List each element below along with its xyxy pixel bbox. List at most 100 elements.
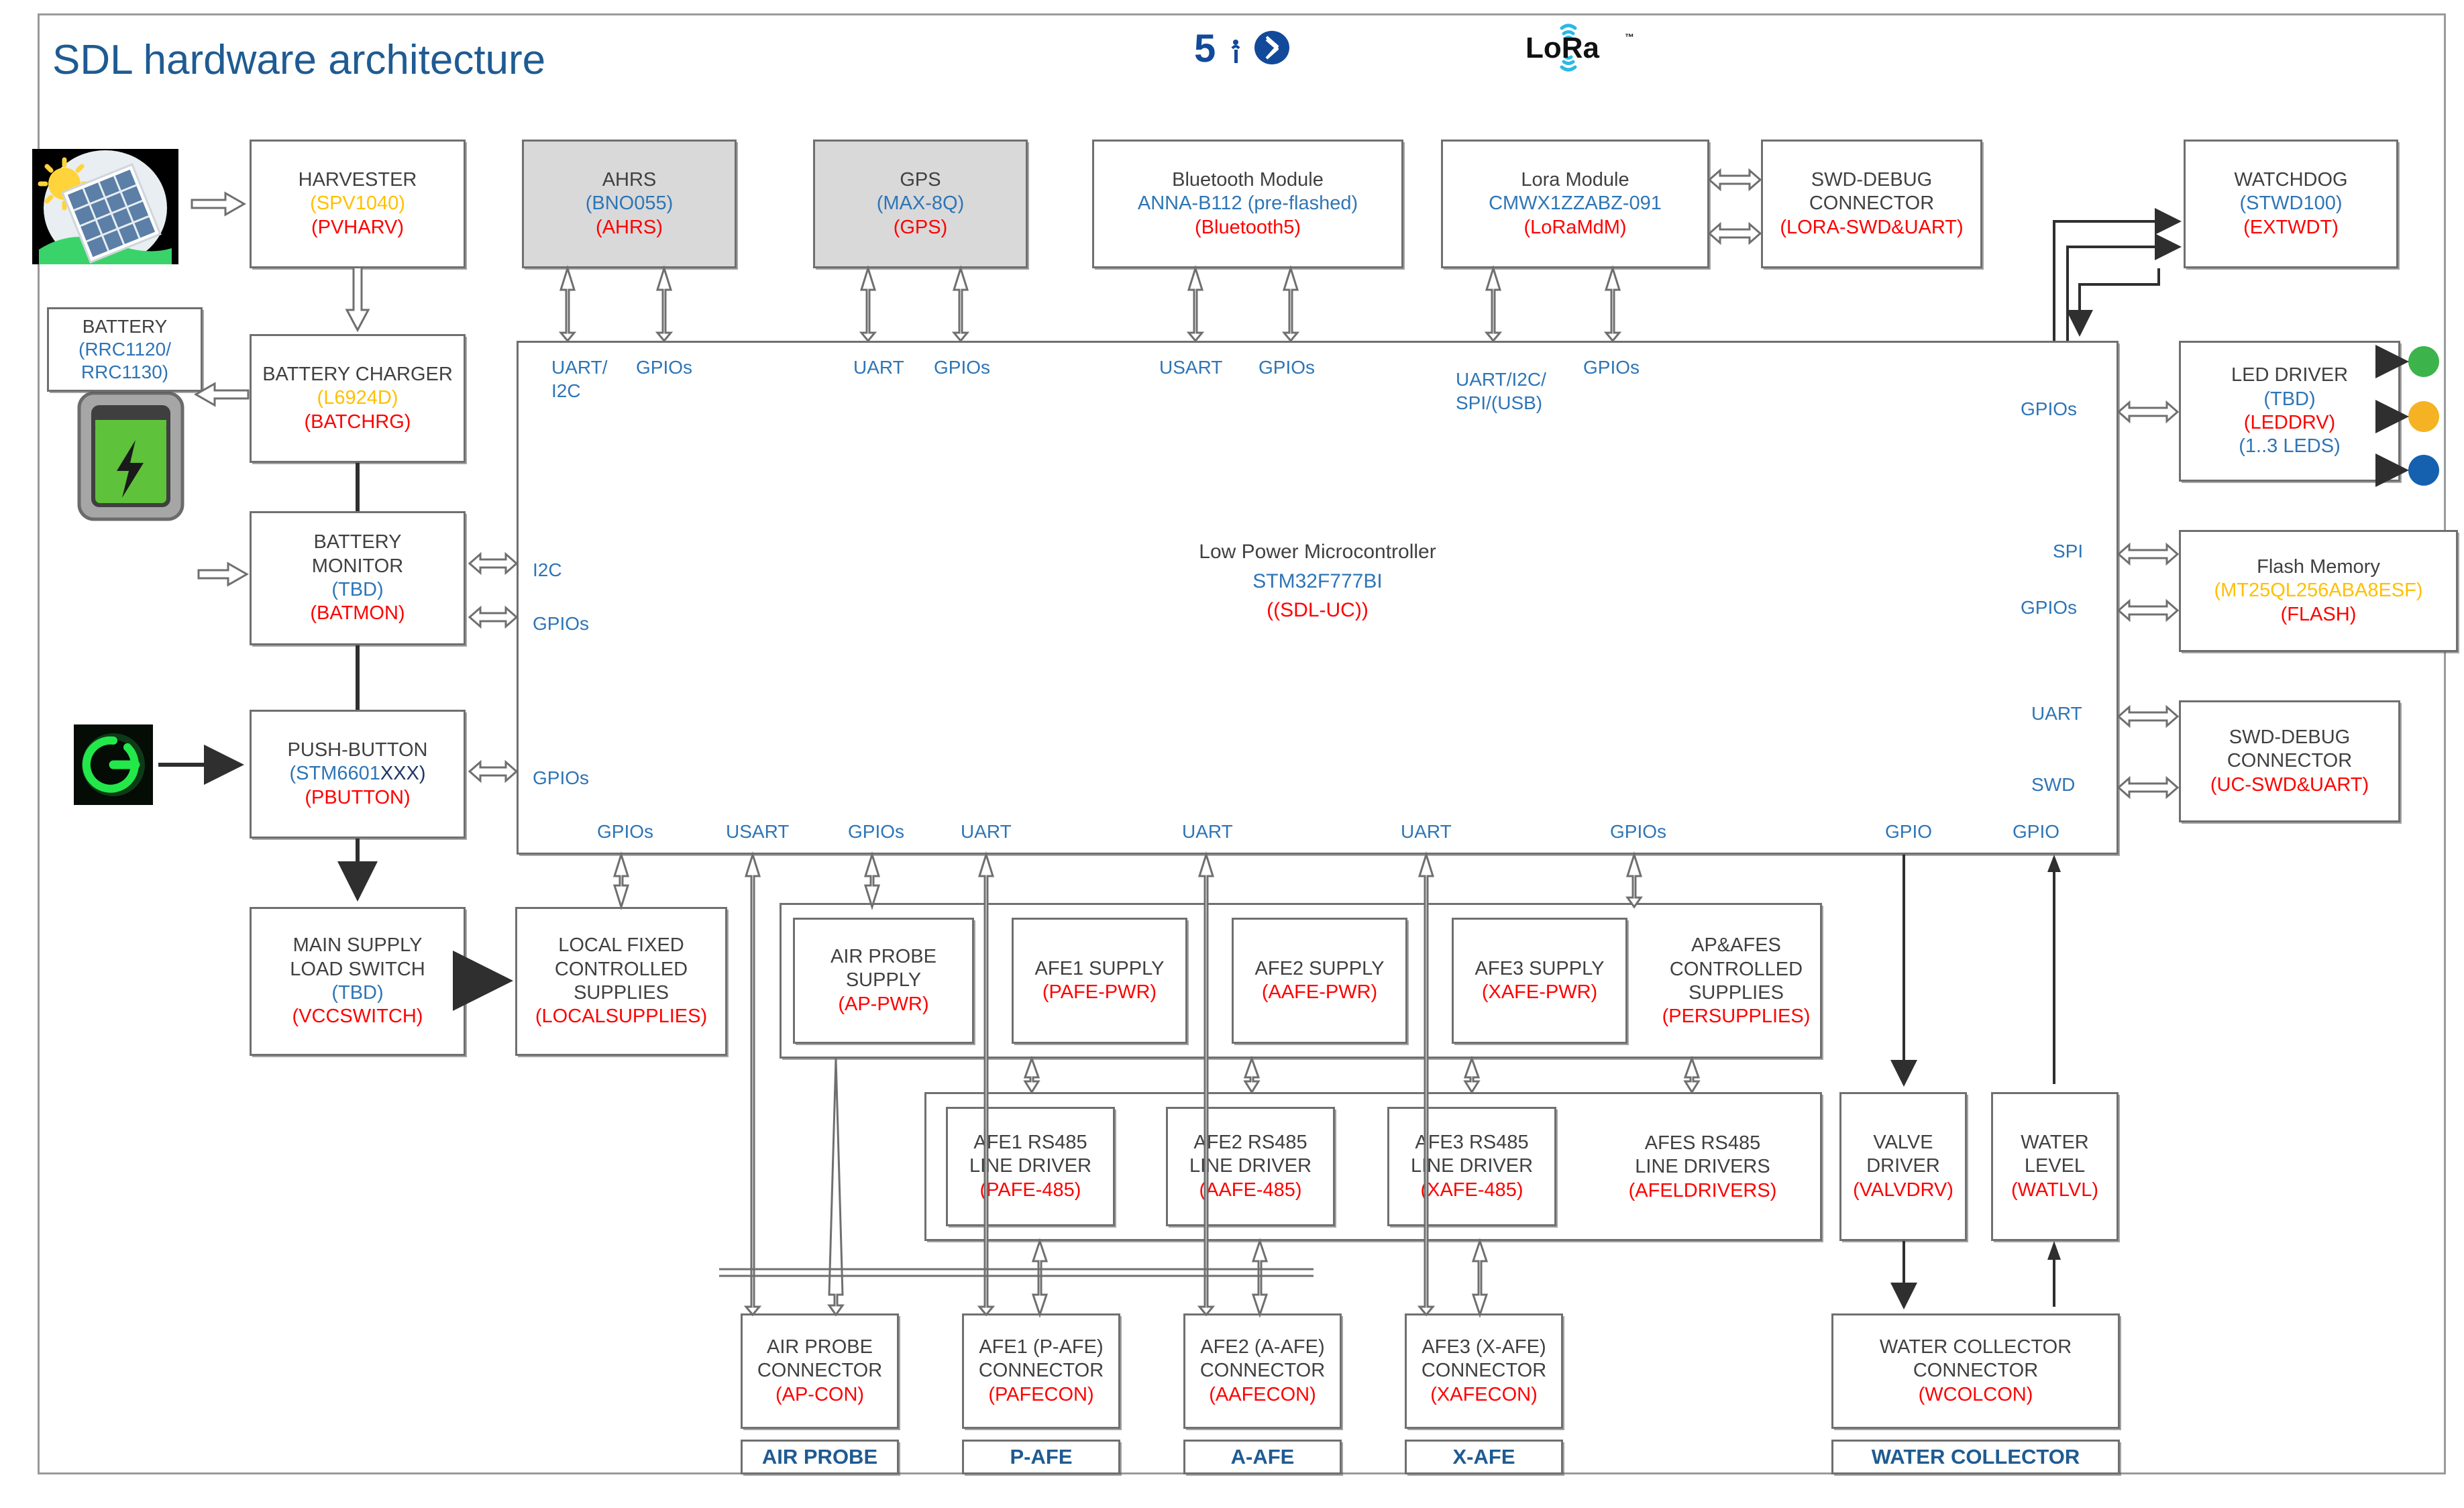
block-line-3: (WATLVL) <box>2011 1179 2098 1201</box>
tag-p-afe[interactable]: P-AFE <box>962 1440 1120 1474</box>
block-valve-driver[interactable]: VALVE DRIVER (VALVDRV) <box>1839 1092 1967 1241</box>
block-line-1: WATER <box>2021 1131 2089 1153</box>
block-afe3-rs485-line-driver[interactable]: AFE3 RS485 LINE DRIVER (XAFE-485) <box>1387 1107 1556 1226</box>
block-line-1: AHRS <box>602 168 657 191</box>
block-line-1: HARVESTER <box>298 168 417 191</box>
block-line-2: (MAX-8Q) <box>876 193 965 215</box>
port-lora-gpios: GPIOs <box>1583 357 1640 378</box>
block-line-3: (UC-SWD&UART) <box>2210 773 2369 796</box>
block-line-4: (1..3 LEDS) <box>2239 435 2341 457</box>
block-battery-charger[interactable]: BATTERY CHARGER (L6924D) (BATCHRG) <box>250 334 466 463</box>
block-ahrs[interactable]: AHRS (BNO055) (AHRS) <box>522 140 737 268</box>
block-line-1: LOCAL FIXED <box>558 934 684 957</box>
block-line-1b: LINE DRIVER <box>1410 1155 1534 1177</box>
block-line-3: (LORA-SWD&UART) <box>1780 216 1964 238</box>
block-line-1: AFE1 (P-AFE) <box>979 1336 1104 1358</box>
tag-x-afe[interactable]: X-AFE <box>1405 1440 1563 1474</box>
block-harvester[interactable]: HARVESTER (SPV1040) (PVHARV) <box>250 140 466 268</box>
block-line-1: AFE1 RS485 <box>973 1131 1087 1153</box>
block-line-1b: LOAD SWITCH <box>290 958 425 980</box>
block-bluetooth-module[interactable]: Bluetooth Module ANNA-B112 (pre-flashed)… <box>1092 140 1403 268</box>
block-swd-debug-connector-lora[interactable]: SWD-DEBUG CONNECTOR (LORA-SWD&UART) <box>1761 140 1982 268</box>
block-main-supply-load-switch[interactable]: MAIN SUPPLY LOAD SWITCH (TBD) (VCCSWITCH… <box>250 907 466 1056</box>
block-line-3: (PVHARV) <box>311 216 405 238</box>
block-watchdog[interactable]: WATCHDOG (STWD100) (EXTWDT) <box>2184 140 2398 268</box>
block-line-2: CMWX1ZZABZ-091 <box>1489 193 1662 215</box>
block-battery[interactable]: BATTERY (RRC1120/ RRC1130) <box>47 307 203 392</box>
block-line-1: WATCHDOG <box>2234 168 2348 191</box>
block-flash-memory[interactable]: Flash Memory (MT25QL256ABA8ESF) (FLASH) <box>2179 530 2458 652</box>
block-swd-debug-connector-uc[interactable]: SWD-DEBUG CONNECTOR (UC-SWD&UART) <box>2179 700 2400 822</box>
block-line-1b: CONTROLLED <box>554 958 688 980</box>
solar-panel-image <box>32 149 178 264</box>
block-line-1: SWD-DEBUG <box>1811 168 1933 191</box>
block-microcontroller[interactable]: Low Power Microcontroller STM32F777BI ((… <box>517 341 2119 855</box>
port-gpios-left-monitor: GPIOs <box>533 613 590 634</box>
block-line-3: (BATMON) <box>310 602 405 625</box>
svg-text:5: 5 <box>1194 27 1216 70</box>
block-afe2-rs485-line-driver[interactable]: AFE2 RS485 LINE DRIVER (AAFE-485) <box>1166 1107 1335 1226</box>
led-blue <box>2408 455 2439 486</box>
bluetooth5-logo: 5 <box>1193 25 1300 70</box>
block-line-3: (PAFECON) <box>988 1383 1094 1405</box>
block-line-2: (TBD) <box>2263 388 2316 410</box>
block-line-1b: MONITOR <box>311 555 404 577</box>
port-gps-gpios: GPIOs <box>934 357 991 378</box>
port-bt-gpios: GPIOs <box>1258 357 1316 378</box>
tag-water-collector[interactable]: WATER COLLECTOR <box>1831 1440 2120 1474</box>
block-battery-monitor[interactable]: BATTERY MONITOR (TBD) (BATMON) <box>250 511 466 645</box>
group-label-persupplies: AP&AFES CONTROLLED SUPPLIES (PERSUPPLIES… <box>1654 918 1818 1045</box>
mcu-line-2: STM32F777BI <box>1252 570 1383 592</box>
block-line-1: BATTERY <box>313 531 402 553</box>
block-line-3: (VALVDRV) <box>1853 1179 1953 1201</box>
block-line-1: AFES RS485 <box>1644 1132 1761 1154</box>
block-afe1-supply[interactable]: AFE1 SUPPLY (PAFE-PWR) <box>1012 918 1187 1044</box>
block-line-1: AP&AFES <box>1691 934 1781 957</box>
led-green <box>2408 346 2439 377</box>
block-line-1: AFE3 SUPPLY <box>1475 957 1605 979</box>
tag-air-probe[interactable]: AIR PROBE <box>741 1440 899 1474</box>
block-line-3: (AAFE-PWR) <box>1261 981 1378 1003</box>
block-line-2: (RRC1120/ <box>78 338 171 360</box>
block-line-1c: SUPPLIES <box>574 982 669 1004</box>
block-air-probe-supply[interactable]: AIR PROBE SUPPLY (AP-PWR) <box>793 918 974 1044</box>
block-gps[interactable]: GPS (MAX-8Q) (GPS) <box>813 140 1028 268</box>
block-afe1-connector[interactable]: AFE1 (P-AFE) CONNECTOR (PAFECON) <box>962 1313 1120 1429</box>
block-line-1: AFE2 RS485 <box>1193 1131 1307 1153</box>
block-line-3: (AP-CON) <box>775 1383 865 1405</box>
port-bottom-uart-2: UART <box>1182 821 1233 842</box>
block-air-probe-connector[interactable]: AIR PROBE CONNECTOR (AP-CON) <box>741 1313 899 1429</box>
block-afe3-connector[interactable]: AFE3 (X-AFE) CONNECTOR (XAFECON) <box>1405 1313 1563 1429</box>
tag-a-afe[interactable]: A-AFE <box>1183 1440 1342 1474</box>
block-line-1: AIR PROBE <box>767 1336 873 1358</box>
block-line-3: (Bluetooth5) <box>1195 216 1301 238</box>
block-line-1b: CONNECTOR <box>978 1360 1104 1382</box>
block-line-2: (MT25QL256ABA8ESF) <box>2214 580 2423 602</box>
block-water-collector-connector[interactable]: WATER COLLECTOR CONNECTOR (WCOLCON) <box>1831 1313 2120 1429</box>
block-line-2: (TBD) <box>331 579 384 600</box>
block-line-1b: SUPPLY <box>845 969 922 991</box>
block-push-button[interactable]: PUSH-BUTTON (STM6601XXX) (PBUTTON) <box>250 710 466 839</box>
block-local-fixed-controlled-supplies[interactable]: LOCAL FIXED CONTROLLED SUPPLIES (LOCALSU… <box>515 907 727 1056</box>
block-line-1: AFE2 (A-AFE) <box>1200 1336 1325 1358</box>
block-line-1b: LINE DRIVER <box>969 1155 1092 1177</box>
block-line-1b: LINE DRIVERS <box>1635 1156 1770 1178</box>
block-line-1b: LEVEL <box>2024 1155 2086 1177</box>
port-ahrs-bus: UART/I2C <box>551 357 608 401</box>
block-line-3: (PBUTTON) <box>305 786 411 808</box>
block-afe2-connector[interactable]: AFE2 (A-AFE) CONNECTOR (AAFECON) <box>1183 1313 1342 1429</box>
block-line-3: (XAFE-PWR) <box>1481 981 1598 1003</box>
block-line-3: (XAFE-485) <box>1420 1179 1523 1201</box>
block-line-3: (XAFECON) <box>1430 1383 1538 1405</box>
block-afe2-supply[interactable]: AFE2 SUPPLY (AAFE-PWR) <box>1232 918 1407 1044</box>
block-afe1-rs485-line-driver[interactable]: AFE1 RS485 LINE DRIVER (PAFE-485) <box>946 1107 1115 1226</box>
port-bottom-gpio-4: GPIO <box>1885 821 1933 842</box>
page-title: SDL hardware architecture <box>52 37 546 83</box>
block-line-2: (TBD) <box>331 982 384 1004</box>
block-lora-module[interactable]: Lora Module CMWX1ZZABZ-091 (LoRaMdM) <box>1441 140 1709 268</box>
block-led-driver[interactable]: LED DRIVER (TBD) (LEDDRV) (1..3 LEDS) <box>2179 341 2400 482</box>
block-line-1: SWD-DEBUG <box>2229 726 2351 748</box>
block-afe3-supply[interactable]: AFE3 SUPPLY (XAFE-PWR) <box>1452 918 1627 1044</box>
block-water-level[interactable]: WATER LEVEL (WATLVL) <box>1991 1092 2119 1241</box>
block-line-1: AFE3 RS485 <box>1415 1131 1529 1153</box>
